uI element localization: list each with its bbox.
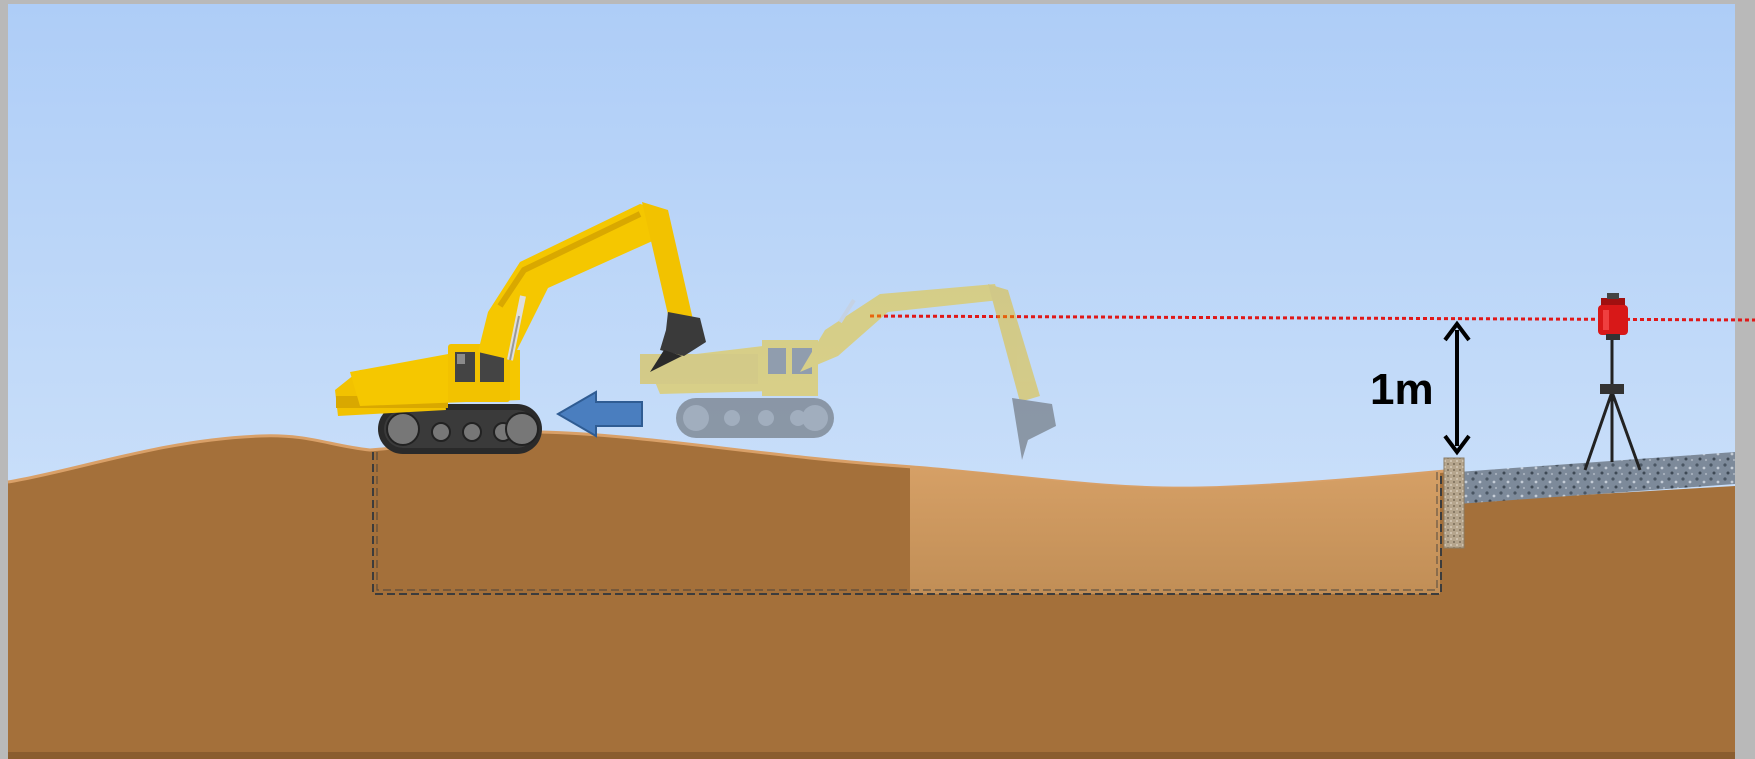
height-label: 1m	[1370, 365, 1434, 414]
grade-stake-icon	[1444, 458, 1464, 548]
ground-bottom-shadow	[8, 752, 1735, 759]
laser-level-icon	[1598, 293, 1628, 340]
